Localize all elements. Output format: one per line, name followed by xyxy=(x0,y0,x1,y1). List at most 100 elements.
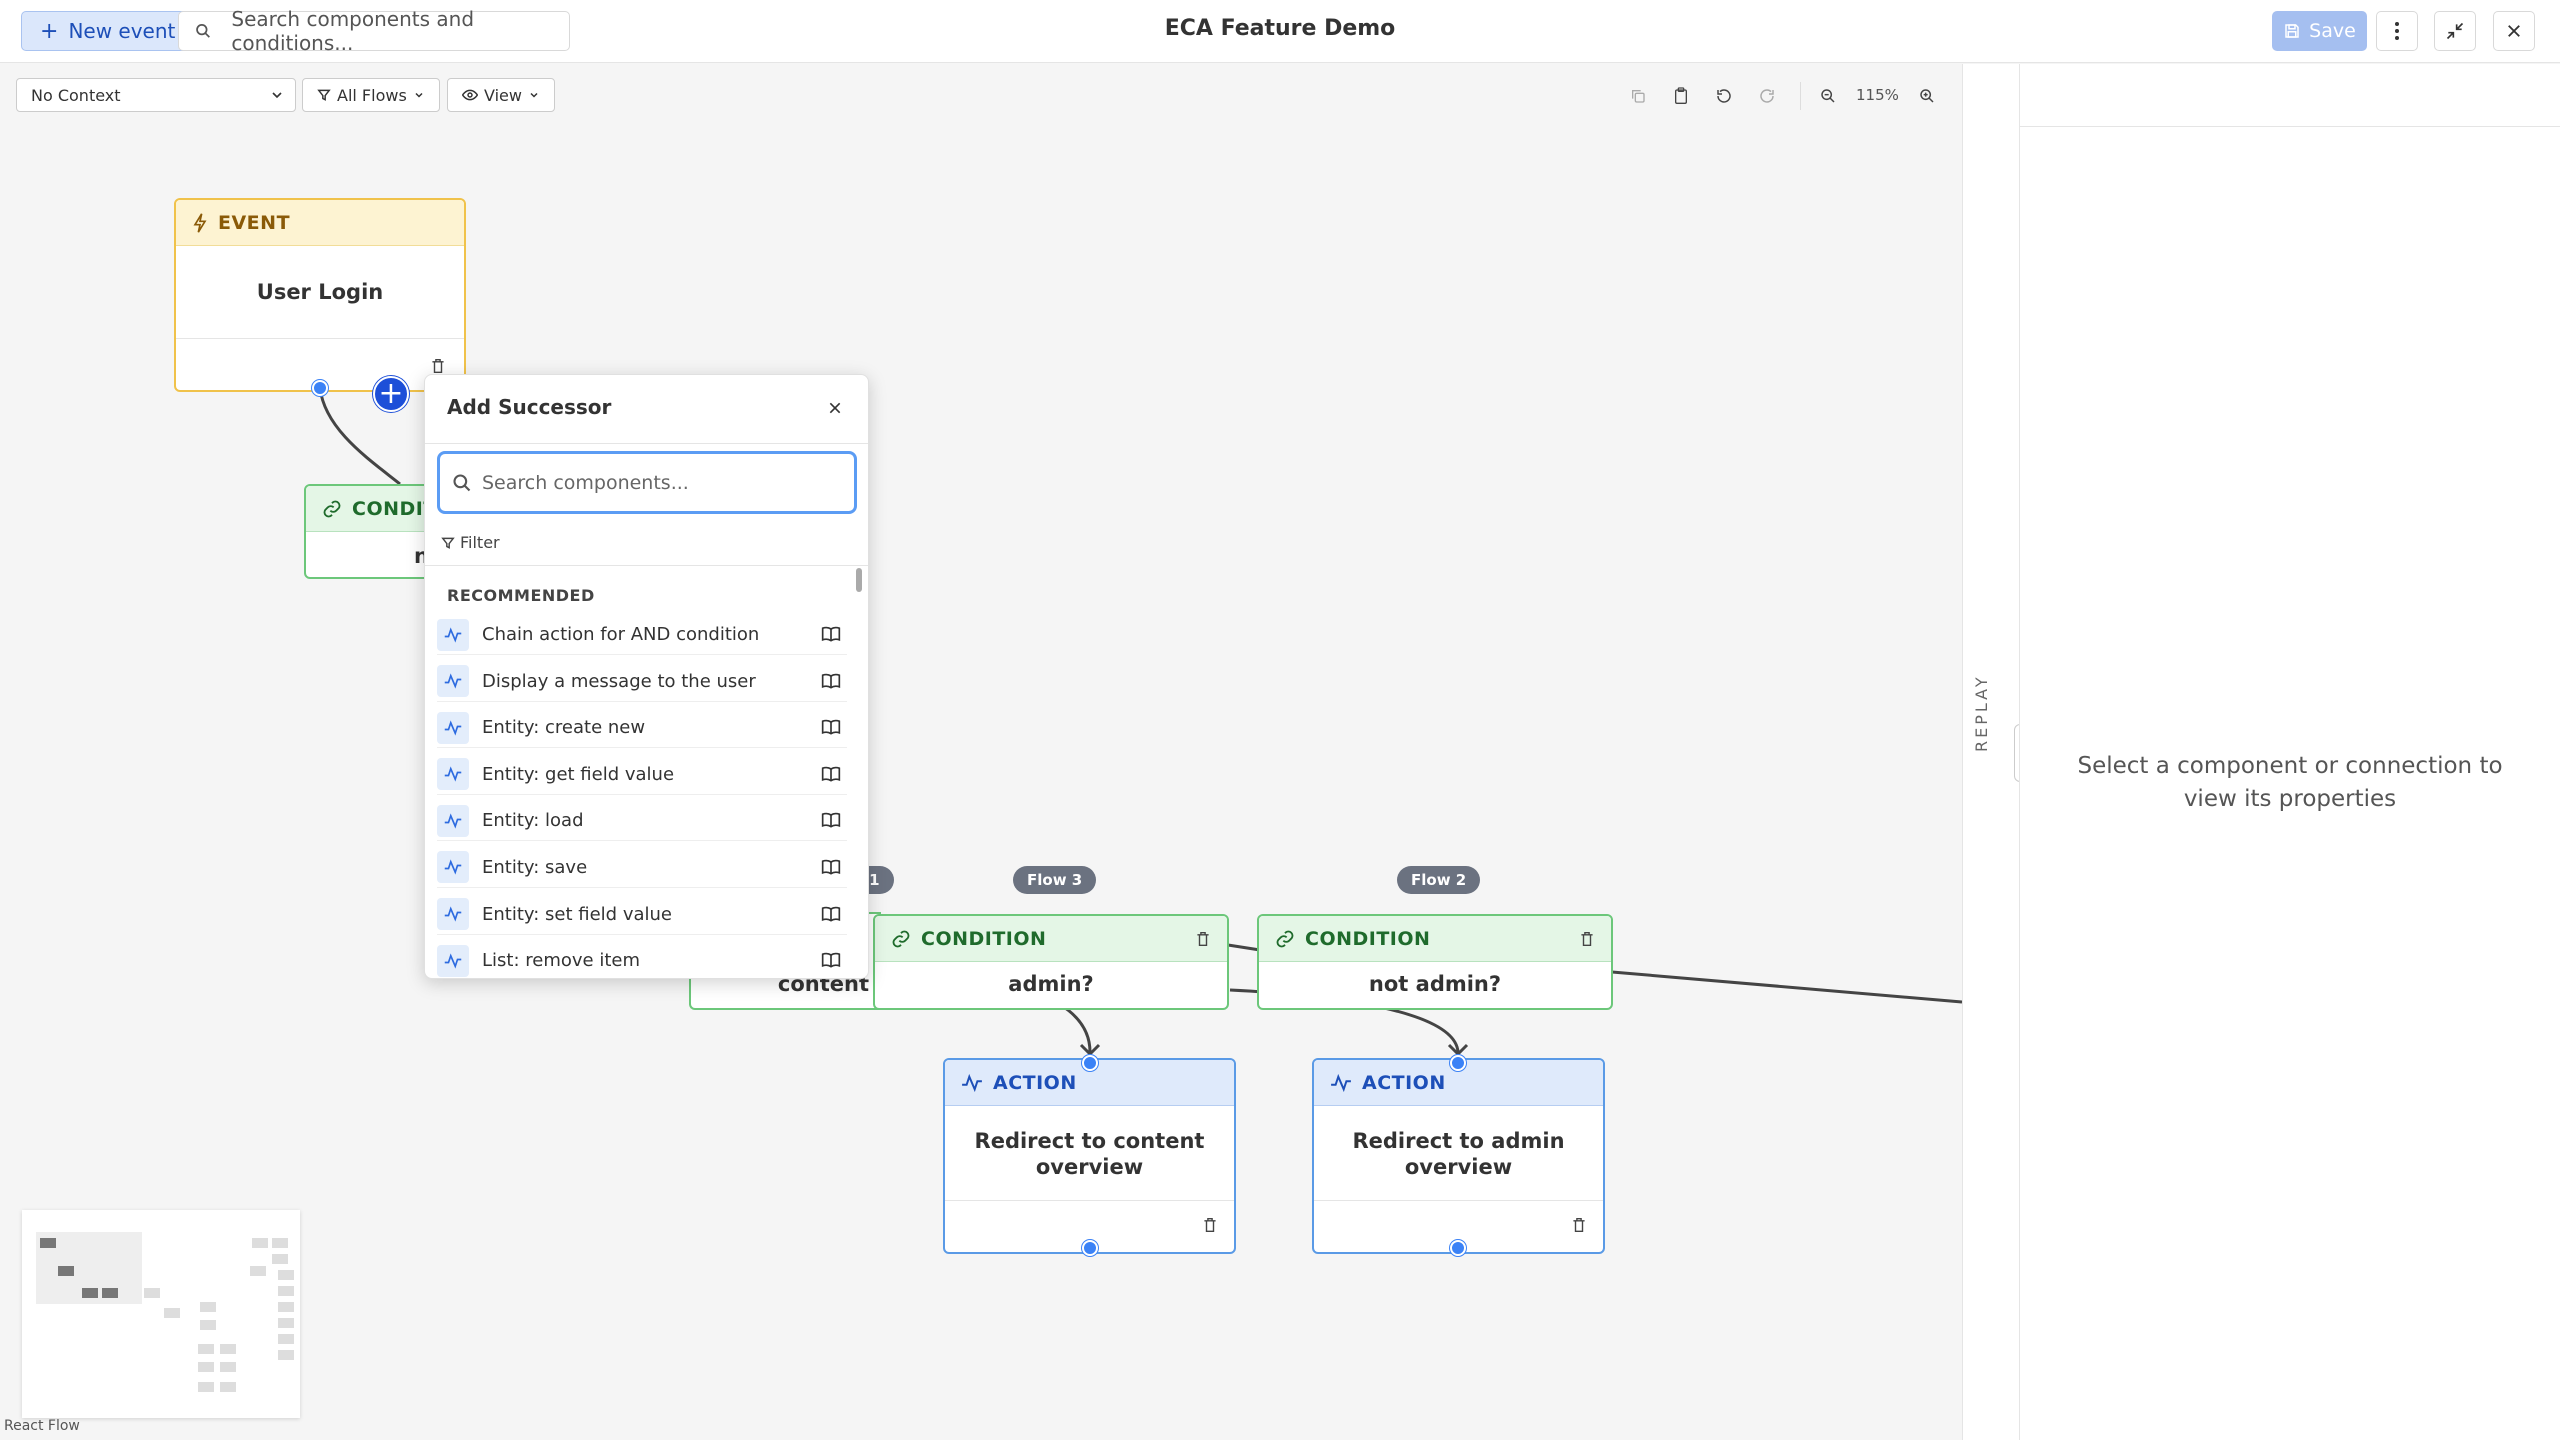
node-input-handle[interactable] xyxy=(1450,1055,1466,1071)
list-item[interactable]: Entity: get field value xyxy=(437,755,847,795)
book-icon[interactable] xyxy=(821,858,841,880)
copy-button[interactable] xyxy=(1626,84,1650,108)
add-successor-button[interactable]: + xyxy=(373,376,409,412)
filter-toggle[interactable]: Filter xyxy=(441,533,500,552)
close-icon xyxy=(829,402,841,414)
close-button[interactable] xyxy=(2493,11,2535,51)
node-output-handle[interactable] xyxy=(1082,1240,1098,1256)
book-icon[interactable] xyxy=(821,811,841,833)
delete-node-button[interactable] xyxy=(1200,1215,1220,1235)
list-item-label: Entity: create new xyxy=(482,717,646,739)
node-label: Redirect to admin overview xyxy=(1352,1129,1565,1179)
list-item[interactable]: Entity: set field value xyxy=(437,895,847,935)
zoom-out-icon xyxy=(1821,89,1835,103)
activity-icon xyxy=(437,898,469,931)
node-input-handle[interactable] xyxy=(1082,1055,1098,1071)
zoom-level: 115% xyxy=(1856,86,1899,104)
minimap-node xyxy=(220,1344,236,1354)
zoom-out-button[interactable] xyxy=(1816,84,1840,108)
link-icon xyxy=(892,930,910,947)
node-type-label: ACTION xyxy=(993,1071,1077,1094)
list-item[interactable]: Display a message to the user xyxy=(437,662,847,702)
flow-badge[interactable]: Flow 2 xyxy=(1397,866,1481,894)
node-output-handle[interactable] xyxy=(312,380,328,396)
new-event-button[interactable]: + New event xyxy=(21,11,195,51)
plus-icon: + xyxy=(378,376,404,411)
minimap-node xyxy=(200,1320,216,1330)
book-icon[interactable] xyxy=(821,718,841,740)
replay-label[interactable]: REPLAY xyxy=(1972,674,1991,752)
action-content-node[interactable]: ACTION Redirect to content overview xyxy=(943,1058,1236,1254)
chevron-down-icon xyxy=(530,92,538,98)
minimap-node xyxy=(198,1382,214,1392)
list-item[interactable]: Chain action for AND condition xyxy=(437,615,847,655)
event-node[interactable]: EVENT User Login xyxy=(174,198,466,392)
book-icon[interactable] xyxy=(821,672,841,694)
search-icon xyxy=(196,23,210,38)
activity-icon xyxy=(437,711,469,744)
delete-node-button[interactable] xyxy=(428,356,448,376)
popover-scrollbar[interactable] xyxy=(856,568,862,592)
chevron-down-icon xyxy=(415,92,423,98)
component-list: Chain action for AND condition Display a… xyxy=(437,615,847,978)
book-icon[interactable] xyxy=(821,625,841,647)
all-flows-label: All Flows xyxy=(337,85,407,105)
filter-icon xyxy=(441,537,455,549)
book-icon[interactable] xyxy=(821,905,841,927)
properties-panel-header xyxy=(2020,64,2560,127)
close-icon xyxy=(2508,25,2520,37)
global-search-input[interactable]: Search components and conditions... xyxy=(178,7,570,55)
component-search-field[interactable] xyxy=(437,451,857,514)
context-value: No Context xyxy=(31,85,121,105)
book-icon[interactable] xyxy=(821,765,841,787)
save-button[interactable]: Save xyxy=(2272,11,2367,51)
link-icon xyxy=(1276,930,1294,947)
minimap-node xyxy=(198,1362,214,1372)
view-button[interactable]: View xyxy=(447,78,555,112)
minimap-node xyxy=(278,1302,294,1312)
react-flow-attribution[interactable]: React Flow xyxy=(4,1418,80,1434)
flow-badge[interactable]: Flow 3 xyxy=(1013,866,1097,894)
list-item[interactable]: Entity: create new xyxy=(437,708,847,749)
filter-label: Filter xyxy=(460,533,500,552)
clipboard-icon xyxy=(1675,87,1687,104)
minimap-node xyxy=(102,1288,118,1298)
delete-node-button[interactable] xyxy=(1193,929,1213,949)
replay-strip xyxy=(1962,64,2019,1440)
popover-close-button[interactable] xyxy=(820,393,850,423)
minimize-button[interactable] xyxy=(2434,11,2476,51)
book-icon[interactable] xyxy=(821,951,841,973)
activity-icon xyxy=(962,1073,982,1092)
list-item[interactable]: Entity: save xyxy=(437,848,847,888)
edge-event-to-condition xyxy=(318,387,401,486)
component-search-input[interactable] xyxy=(482,471,822,494)
condition-admin-node[interactable]: CONDITION admin? xyxy=(873,914,1229,1010)
activity-icon xyxy=(1331,1073,1351,1092)
activity-icon xyxy=(437,944,469,977)
paste-button[interactable] xyxy=(1669,84,1693,108)
minimap-node xyxy=(164,1308,180,1318)
more-options-button[interactable] xyxy=(2376,11,2418,51)
delete-node-button[interactable] xyxy=(1569,1215,1589,1235)
top-bar: + New event Search components and condit… xyxy=(0,0,2560,63)
action-admin-node[interactable]: ACTION Redirect to admin overview xyxy=(1312,1058,1605,1254)
list-item[interactable]: List: remove item xyxy=(437,941,847,978)
minimap[interactable] xyxy=(22,1210,300,1418)
popover-title: Add Successor xyxy=(447,395,612,419)
minimap-node xyxy=(272,1254,288,1264)
all-flows-button[interactable]: All Flows xyxy=(302,78,440,112)
list-item[interactable]: Entity: load xyxy=(437,801,847,842)
zoom-in-button[interactable] xyxy=(1915,84,1939,108)
properties-empty-message: Select a component or connection to view… xyxy=(2077,753,2503,812)
trash-icon xyxy=(432,359,444,373)
minimap-node xyxy=(252,1238,268,1248)
zoom-in-icon xyxy=(1920,89,1934,103)
undo-icon xyxy=(1717,89,1731,103)
undo-button[interactable] xyxy=(1712,84,1736,108)
node-output-handle[interactable] xyxy=(1450,1240,1466,1256)
context-select[interactable]: No Context xyxy=(16,78,296,112)
search-icon xyxy=(453,473,471,491)
delete-node-button[interactable] xyxy=(1577,929,1597,949)
redo-button[interactable] xyxy=(1755,84,1779,108)
condition-not-admin-node[interactable]: CONDITION not admin? xyxy=(1257,914,1613,1010)
